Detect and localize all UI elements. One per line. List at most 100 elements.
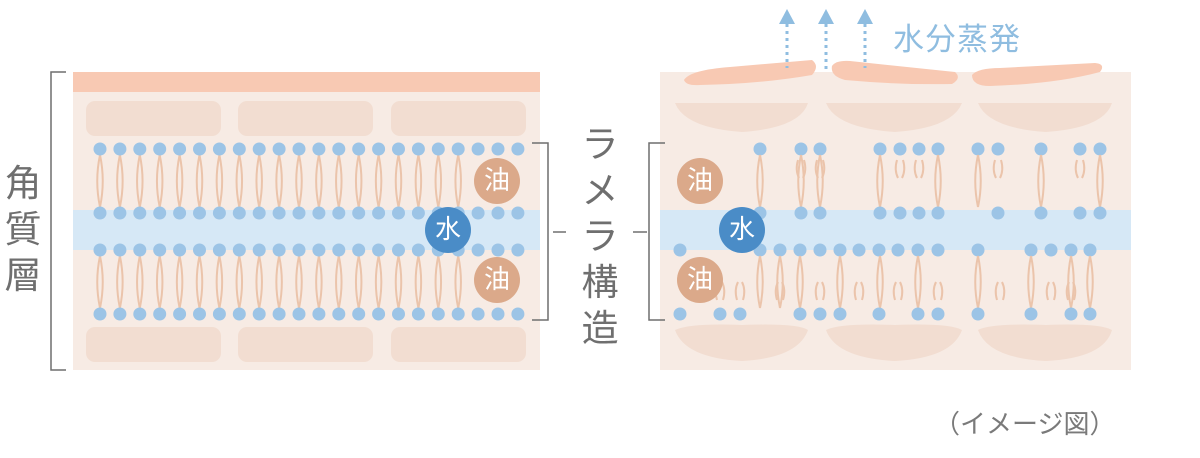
cell <box>86 327 221 362</box>
lipid-head <box>392 307 405 321</box>
lipid-tail <box>821 159 826 179</box>
lipid-tail <box>1099 154 1104 208</box>
lamellar-structure-label: ラ メ ラ 構 造 <box>577 122 623 352</box>
lipid-tail <box>337 255 343 309</box>
oil-badge-left-top: 油 <box>474 158 520 204</box>
lipid-tail <box>454 255 460 309</box>
lipid-tail <box>836 255 841 309</box>
lipid-tail <box>116 255 121 309</box>
lipid-tail <box>1096 154 1101 208</box>
label-char: 造 <box>581 307 619 350</box>
lipid-tail <box>894 159 899 179</box>
evaporation-arrow <box>779 9 795 68</box>
lipid-tail <box>374 255 380 309</box>
oil-badge-right-bottom: 油 <box>677 257 723 303</box>
lipid-tail <box>394 154 400 208</box>
lipid-head <box>252 243 266 257</box>
lipid-head <box>931 243 945 257</box>
lipid-head <box>813 206 827 220</box>
lipid-tail <box>178 154 184 208</box>
lipid-tail <box>899 281 904 301</box>
lipid-head <box>392 243 405 257</box>
lipid-tail <box>759 154 764 208</box>
lipid-tail <box>96 255 101 309</box>
lipid-head <box>431 307 445 321</box>
lipid-tail <box>756 255 761 309</box>
lipid-head <box>113 206 127 220</box>
cell <box>675 103 808 132</box>
lipid-tail <box>814 281 819 301</box>
lipid-tail <box>238 255 244 309</box>
lipid-tail <box>218 154 224 208</box>
lipid-head <box>352 243 366 257</box>
left-panel-healthy <box>73 72 540 370</box>
left-top-layer <box>73 72 540 92</box>
lipid-head <box>193 142 206 156</box>
lipid-tail <box>158 154 164 208</box>
lipid-head <box>753 142 767 156</box>
cell <box>238 101 373 136</box>
lipid-tail <box>1072 281 1077 301</box>
lipid-head <box>813 243 827 257</box>
label-char: 質 <box>4 208 42 251</box>
lipid-head <box>292 206 306 220</box>
lipid-tail <box>116 154 121 208</box>
lipid-head <box>794 206 808 220</box>
lipid-tail <box>195 255 201 309</box>
lipid-tail <box>374 154 380 208</box>
lipid-head <box>173 307 187 321</box>
lipid-tail <box>994 281 999 301</box>
lipid-head <box>153 206 167 220</box>
lipid-tail <box>354 255 360 309</box>
lipid-head <box>411 243 425 257</box>
lipid-tail <box>901 159 906 179</box>
lipid-head <box>873 206 887 220</box>
lipid-head <box>1064 307 1078 321</box>
lipid-tail <box>158 255 164 309</box>
lipid-tail <box>295 255 300 309</box>
lipid-head <box>1024 243 1038 257</box>
water-badge-left: 水 <box>425 207 471 253</box>
lipid-tail <box>198 154 204 208</box>
lipid-tail <box>295 154 300 208</box>
lipid-tail <box>454 154 460 208</box>
lipid-head <box>153 142 167 156</box>
lipid-tail <box>879 154 884 208</box>
lipid-head <box>232 243 246 257</box>
evaporation-arrow <box>818 9 834 70</box>
lipid-tail <box>357 154 363 208</box>
lipid-head <box>1093 142 1107 156</box>
lipid-tail <box>814 159 819 179</box>
label-char: 層 <box>4 254 42 297</box>
lipid-head <box>833 307 847 321</box>
lipid-tail <box>298 154 303 208</box>
lipid-tail <box>839 255 844 309</box>
lipid-tail <box>1065 281 1070 301</box>
lipid-head <box>1073 206 1087 220</box>
lipid-tail <box>999 159 1004 179</box>
lipid-head <box>173 206 187 220</box>
lipid-tail <box>195 154 201 208</box>
lipid-tail <box>215 255 221 309</box>
lipid-tail <box>457 255 462 309</box>
lipid-head <box>471 243 485 257</box>
lipid-tail <box>414 154 420 208</box>
lipid-head <box>1093 206 1107 220</box>
lipid-tail <box>178 255 184 309</box>
lipid-tail <box>795 159 800 179</box>
lipid-tail <box>397 255 403 309</box>
lipid-head <box>411 142 425 156</box>
lipid-tail <box>457 154 462 208</box>
lipid-tail <box>797 154 802 208</box>
lipid-tail <box>118 255 124 309</box>
lipid-tail <box>315 154 320 208</box>
lipid-head <box>912 206 926 220</box>
lipid-head <box>511 206 525 220</box>
lipid-tail <box>800 154 805 208</box>
lipid-tail <box>218 255 224 309</box>
lipid-tail <box>892 281 897 301</box>
lipid-head <box>352 307 366 321</box>
lipid-tail <box>235 154 241 208</box>
lipid-head <box>312 142 326 156</box>
lipid-head <box>1064 243 1078 257</box>
